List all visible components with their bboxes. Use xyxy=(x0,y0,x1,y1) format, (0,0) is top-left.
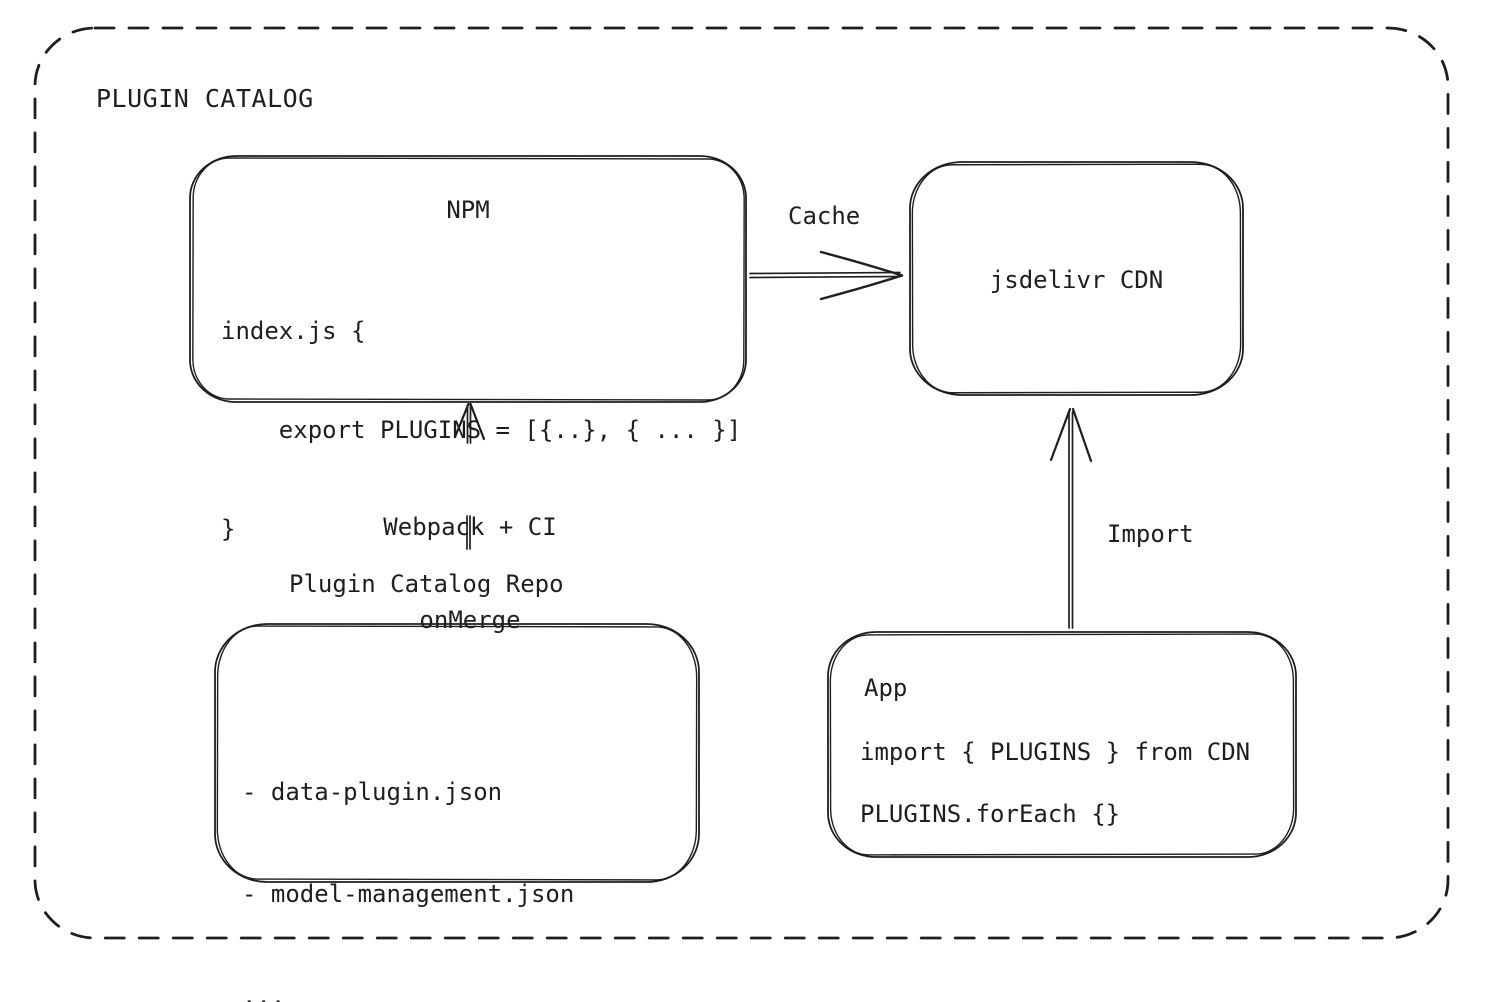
repo-items: - data-plugin.json - model-management.js… xyxy=(242,707,574,1002)
repo-item: - model-management.json xyxy=(242,880,575,908)
diagram-title: PLUGIN CATALOG xyxy=(96,84,314,113)
npm-label: NPM xyxy=(446,196,490,224)
app-code-line-1: import { PLUGINS } from CDN xyxy=(860,738,1251,766)
import-label: Import xyxy=(1107,520,1194,548)
app-code-line-2: PLUGINS.forEach {} xyxy=(860,800,1121,828)
cdn-label: jsdelivr CDN xyxy=(989,266,1164,294)
app-node xyxy=(827,631,1297,858)
build-arrow xyxy=(453,402,486,550)
cache-arrow xyxy=(749,250,904,301)
repo-item: - data-plugin.json xyxy=(242,778,503,806)
app-label: App xyxy=(864,674,908,702)
build-label-line-1: Webpack + CI xyxy=(383,513,557,541)
npm-code-line: export PLUGINS = [{..}, { ... }] xyxy=(221,416,742,444)
build-label: Webpack + CI onMerge xyxy=(320,450,620,698)
catalog-boundary-box xyxy=(33,26,1450,940)
import-arrow xyxy=(1049,407,1093,629)
build-label-line-2: onMerge xyxy=(419,606,521,634)
npm-code-line: } xyxy=(221,515,236,543)
repo-node xyxy=(214,623,700,883)
repo-title: Plugin Catalog Repo xyxy=(289,570,564,598)
repo-item: ... xyxy=(242,982,286,1002)
npm-node xyxy=(189,155,747,403)
cache-label: Cache xyxy=(788,202,861,230)
npm-code: index.js { export PLUGINS = [{..}, { ...… xyxy=(221,249,741,612)
cdn-node xyxy=(909,161,1244,396)
npm-code-line: index.js { xyxy=(221,317,366,345)
